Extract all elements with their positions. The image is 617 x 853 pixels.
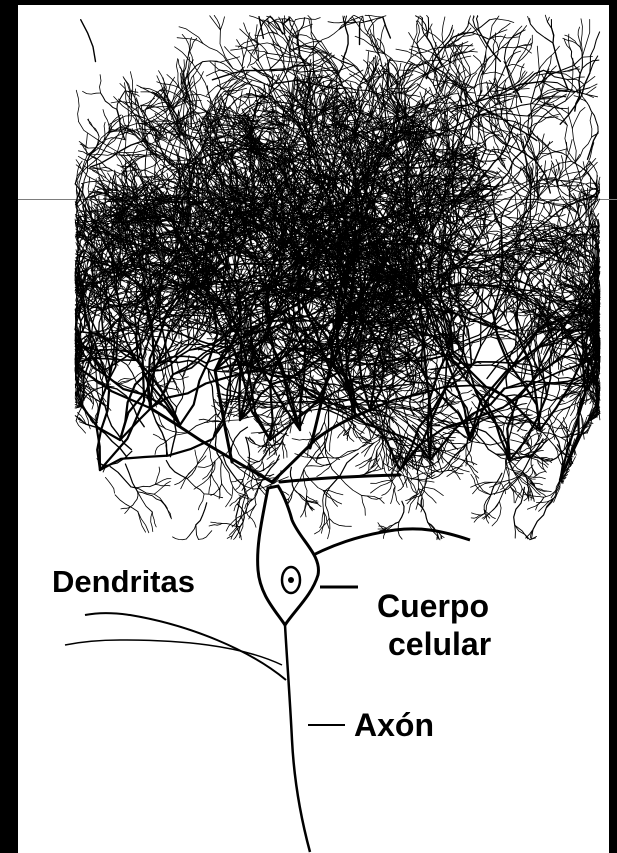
dendrite-branch [382,481,393,496]
dendrite-branch [380,24,385,49]
dendrite-branch [359,433,370,443]
dendrite-branch [128,327,131,343]
dendrite-branch [328,22,356,23]
dendrite-branch [104,122,105,140]
dendrite-branch [207,78,238,95]
dendrite-branch [391,486,396,503]
dendritic-tree [75,15,600,540]
dendrite-branch [124,115,129,155]
dendrite-branch [362,496,366,516]
dendrite-branch [88,177,90,195]
dendrite-branch [249,178,250,193]
dendrite-branch [313,30,339,50]
dendrite-branch [380,453,383,469]
dendrite-branch [164,77,174,100]
dendrite-branch [190,62,203,84]
dendrite-branch [203,44,233,69]
dendrite-branch [237,91,242,115]
dendrite-branch [220,17,224,30]
dendrite-branch [295,18,320,20]
dendrite-branch [308,16,311,19]
dendrite-branch [362,496,385,504]
dendrite-branch [439,412,458,419]
dendrite-branch [338,430,345,438]
dendrite-branch [423,487,443,496]
dendrite-branch [153,128,167,138]
dendrite-branch [325,436,338,476]
dendrite-branch [407,477,417,495]
dendrite-branch [303,469,307,496]
dendrite-branch [292,439,310,441]
dendrite-branch [442,413,456,421]
dendrite-branch [395,486,400,504]
dendrite-branch [124,83,128,116]
dendrite-branch [103,110,109,132]
dendrite-branch [402,412,421,417]
dendrite-branch [371,481,393,493]
